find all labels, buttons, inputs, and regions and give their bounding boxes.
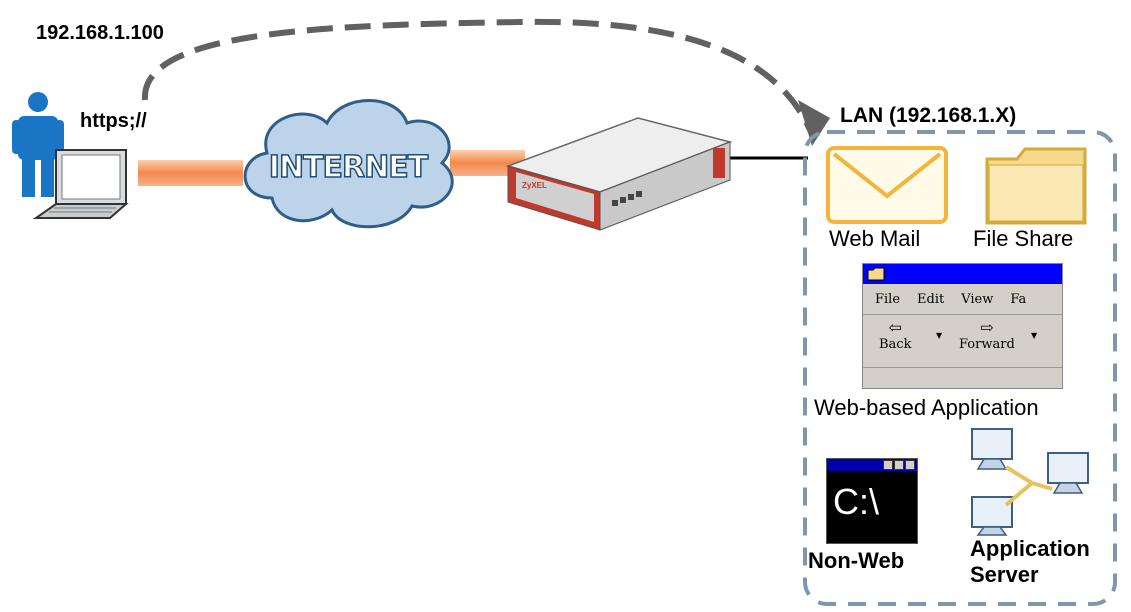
back-arrow-icon: ⇦ — [888, 318, 902, 337]
client-ip-label: 192.168.1.100 — [36, 22, 164, 44]
explorer-window: File Edit View Fa ⇦ Back ▼ ⇨ Forward ▼ — [862, 263, 1063, 389]
web-app-label: Web-based Application — [814, 395, 1039, 420]
window-controls-icon[interactable] — [883, 460, 915, 470]
folder-small-icon — [867, 267, 885, 281]
menu-view[interactable]: View — [961, 291, 994, 307]
explorer-menubar: File Edit View Fa — [863, 284, 1062, 315]
folder-icon — [985, 147, 1087, 225]
laptop-icon — [32, 149, 129, 219]
forward-dropdown-icon[interactable]: ▼ — [1031, 331, 1038, 340]
explorer-addressbar — [863, 367, 1062, 388]
console-prompt: C:\ — [833, 481, 880, 522]
svg-text:ZyXEL: ZyXEL — [522, 181, 547, 190]
network-computers-icon — [971, 428, 1089, 536]
back-label: Back — [879, 337, 912, 352]
web-mail-label: Web Mail — [829, 226, 921, 251]
explorer-toolbar: ⇦ Back ▼ ⇨ Forward ▼ — [863, 315, 1062, 367]
explorer-titlebar — [863, 264, 1062, 284]
forward-label: Forward — [959, 337, 1015, 352]
computer-bottom-icon — [971, 496, 1013, 536]
internet-label: INTERNET — [268, 149, 429, 186]
console-titlebar — [827, 459, 917, 471]
tunnel-arrowhead — [798, 100, 830, 146]
menu-file[interactable]: File — [875, 291, 901, 307]
file-share-label: File Share — [973, 226, 1074, 251]
non-web-label: Non-Web — [808, 548, 905, 573]
forward-button[interactable]: ⇨ Forward — [959, 318, 1015, 353]
computer-right-icon — [1047, 452, 1089, 494]
lan-title: LAN (192.168.1.X) — [840, 104, 1017, 127]
protocol-label: https;// — [80, 110, 147, 132]
lan-boundary — [803, 130, 1117, 606]
app-server-label: Application Server — [970, 536, 1090, 587]
console-window: C:\ — [826, 458, 918, 544]
back-button[interactable]: ⇦ Back — [879, 318, 912, 353]
forward-arrow-icon: ⇨ — [980, 318, 994, 337]
vpn-tunnel-arc — [141, 18, 813, 132]
laptop-internet-link — [138, 160, 243, 186]
user-icon — [12, 92, 64, 197]
mail-icon — [826, 146, 948, 224]
computer-top-icon — [971, 428, 1013, 470]
menu-edit[interactable]: Edit — [917, 291, 945, 307]
back-dropdown-icon[interactable]: ▼ — [936, 331, 943, 340]
internet-cloud — [243, 99, 454, 229]
menu-favorites[interactable]: Fa — [1010, 291, 1027, 307]
router-device: ZyXEL — [505, 117, 733, 231]
